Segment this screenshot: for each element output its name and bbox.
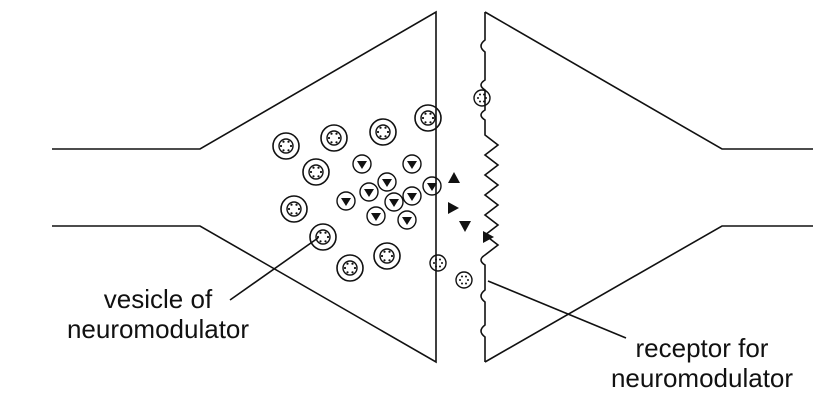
vesicle-label: vesicle of neuromodulator: [58, 284, 258, 344]
vesicle-icon: [455, 271, 473, 289]
vesicle-icon: [336, 191, 356, 211]
vesicle-label-line1: vesicle of: [103, 284, 213, 314]
leader-lines: [229, 237, 627, 339]
vesicle-icon: [402, 186, 422, 206]
vesicle-icon: [352, 154, 372, 174]
vesicle-icon: [429, 254, 447, 272]
vesicle-icon: [473, 89, 491, 107]
receptor-label-line2: neuromodulator: [610, 363, 794, 393]
neuromodulator-group: [448, 172, 494, 243]
vesicle-leader-line: [229, 237, 319, 301]
vesicle-icon: [422, 176, 442, 196]
receptor-leader-line: [487, 280, 627, 339]
vesicle-icon: [414, 104, 442, 132]
presynaptic-terminal: [52, 10, 437, 364]
vesicle-icon: [309, 223, 337, 251]
vesicle-icon: [302, 158, 330, 186]
vesicle-icon: [320, 124, 348, 152]
vesicle-icon: [366, 206, 386, 226]
neuromodulator-triangle-icon: [483, 231, 494, 243]
vesicle-icon: [336, 254, 364, 282]
vesicle-icon: [373, 242, 401, 270]
vesicle-label-line2: neuromodulator: [66, 314, 250, 344]
receptor-label: receptor for neuromodulator: [582, 333, 822, 393]
vesicle-icon: [377, 172, 397, 192]
vesicle-icon: [384, 192, 404, 212]
vesicle-icon: [280, 195, 308, 223]
neuromodulator-triangle-icon: [459, 221, 471, 232]
postsynaptic-membrane: [480, 12, 500, 362]
postsynaptic-terminal: [480, 11, 813, 363]
receptor-label-line1: receptor for: [635, 333, 769, 363]
neuromodulator-triangle-icon: [448, 202, 459, 214]
vesicle-icon: [359, 182, 379, 202]
vesicle-icon: [397, 210, 417, 230]
vesicle-icon: [402, 154, 422, 174]
neuromodulator-triangle-icon: [448, 172, 460, 183]
vesicle-icon: [369, 118, 397, 146]
vesicle-icon: [272, 132, 300, 160]
vesicle-group: [272, 89, 491, 289]
